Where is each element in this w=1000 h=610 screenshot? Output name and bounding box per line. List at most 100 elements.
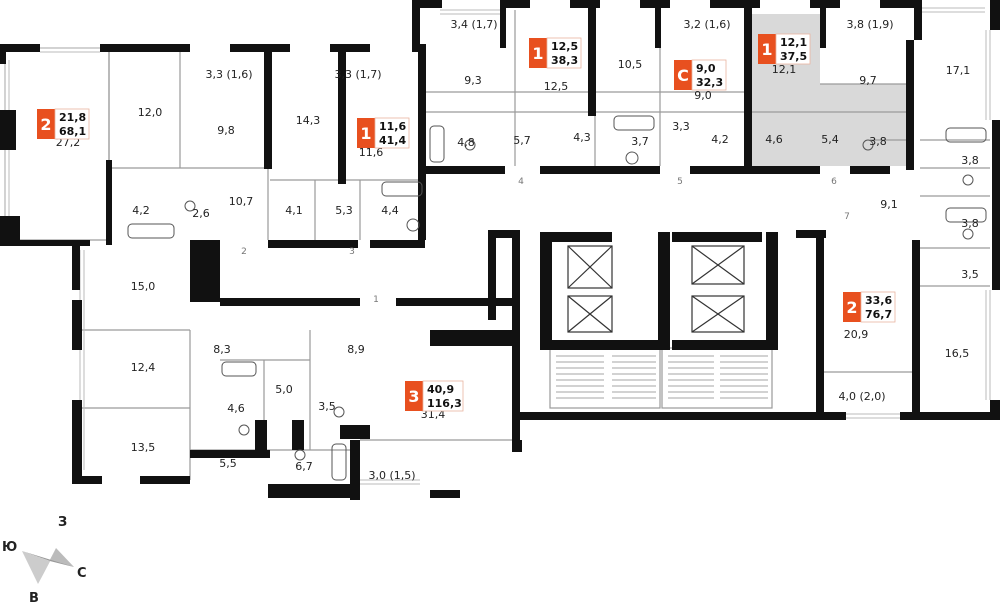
room-area-label: 9,3: [464, 74, 482, 87]
badge-living-area: 21,8: [59, 111, 86, 124]
room-area-label: 10,5: [618, 58, 643, 71]
entrance-number: 7: [844, 212, 850, 222]
badge-values-box: [54, 108, 90, 140]
badge-box: [674, 60, 692, 90]
badge-living-area: 33,6: [865, 294, 892, 307]
badge-living-area: 11,6: [379, 120, 406, 133]
badge-total-area: 68,1: [59, 125, 86, 138]
badge-total-area: 32,3: [696, 76, 723, 89]
room-area-label: 3,5: [961, 268, 979, 281]
room-area-label: 4,2: [132, 204, 150, 217]
badge-rooms: 1: [360, 124, 371, 143]
room-area-label: 12,5: [544, 80, 569, 93]
elevator-shafts: [567, 245, 745, 333]
room-area-label: 8,9: [347, 343, 365, 356]
room-area-label: 4,8: [457, 136, 475, 149]
room-area-label: 3,3 (1,7): [334, 68, 381, 81]
badge-box: [843, 292, 861, 322]
room-area-label: 10,7: [229, 195, 254, 208]
room-area-label: 4,4: [381, 204, 399, 217]
room-area-label: 12,1: [772, 63, 797, 76]
room-area-label: 11,6: [359, 146, 384, 159]
room-area-label: 3,8: [961, 154, 979, 167]
room-area-label: 15,0: [131, 280, 156, 293]
badge-rooms: 2: [40, 115, 51, 134]
entrance-number: 2: [241, 247, 247, 257]
badge-values-box: [374, 117, 410, 149]
compass-arrow: [22, 551, 50, 584]
badge-rooms: 2: [846, 298, 857, 317]
badge-values-box: [546, 37, 582, 69]
badge-rooms: С: [677, 66, 689, 85]
compass-east: С: [77, 566, 87, 581]
badge-box: [758, 34, 776, 64]
entrance-number: 1: [373, 295, 379, 305]
apartment-badge-apt-1-c[interactable]: 1 12,137,5: [758, 33, 811, 65]
room-area-label: 5,5: [219, 457, 237, 470]
badge-box: [529, 38, 547, 68]
badge-total-area: 41,4: [379, 134, 406, 147]
room-area-label: 5,0: [275, 383, 293, 396]
room-area-label: 6,7: [295, 460, 313, 473]
entrance-number: 4: [518, 177, 524, 187]
room-area-label: 3,2 (1,6): [683, 18, 730, 31]
room-area-label: 8,3: [213, 343, 231, 356]
room-area-label: 13,5: [131, 441, 156, 454]
compass-south: В: [29, 591, 39, 606]
room-area-label: 3,8: [961, 217, 979, 230]
entrance-number: 5: [677, 177, 683, 187]
compass-north: З: [58, 515, 67, 530]
apartment-badge-apt-2-west[interactable]: 2 21,868,1: [37, 108, 90, 140]
room-area-labels: 27,212,09,83,3 (1,6)14,33,3 (1,7)11,64,2…: [56, 18, 979, 482]
room-area-label: 3,8 (1,9): [846, 18, 893, 31]
badge-living-area: 12,1: [780, 36, 807, 49]
room-area-label: 3,8: [869, 135, 887, 148]
room-area-label: 4,6: [765, 133, 783, 146]
compass-arrow: [22, 551, 74, 567]
compass: З С В Ю: [2, 515, 87, 606]
entrance-numbers: 1 2 3 4 5 6 7: [241, 177, 850, 305]
badge-total-area: 37,5: [780, 50, 807, 63]
room-area-label: 3,3 (1,6): [205, 68, 252, 81]
badge-values-box: [775, 33, 811, 65]
compass-arrow: [50, 548, 74, 567]
interior-partitions: [4, 10, 990, 480]
room-area-label: 5,3: [335, 204, 353, 217]
badge-rooms: 1: [532, 44, 543, 63]
entrance-number: 3: [349, 247, 355, 257]
badge-rooms: 3: [408, 387, 419, 406]
badge-box: [405, 381, 423, 411]
room-area-label: 2,6: [192, 207, 210, 220]
room-area-label: 3,5: [318, 400, 336, 413]
room-area-label: 3,0 (1,5): [368, 469, 415, 482]
room-area-label: 3,4 (1,7): [450, 18, 497, 31]
room-area-label: 17,1: [946, 64, 971, 77]
room-area-label: 4,1: [285, 204, 303, 217]
walls: [0, 0, 1000, 500]
room-area-label: 4,0 (2,0): [838, 390, 885, 403]
badge-total-area: 38,3: [551, 54, 578, 67]
entrance-number: 6: [831, 177, 837, 187]
room-area-label: 4,6: [227, 402, 245, 415]
room-area-label: 5,7: [513, 134, 531, 147]
room-area-label: 4,3: [573, 131, 591, 144]
room-area-label: 12,4: [131, 361, 156, 374]
badge-living-area: 40,9: [427, 383, 454, 396]
stairs: [556, 355, 768, 399]
badge-total-area: 116,3: [427, 397, 462, 410]
room-area-label: 5,4: [821, 133, 839, 146]
room-area-label: 14,3: [296, 114, 321, 127]
badge-box: [357, 118, 375, 148]
badge-values-box: [691, 59, 727, 91]
room-area-label: 9,1: [880, 198, 898, 211]
badge-values-box: [860, 291, 896, 323]
apartment-badge-apt-1-a[interactable]: 1 11,641,4: [357, 117, 410, 149]
badge-box: [37, 109, 55, 139]
badge-rooms: 1: [761, 40, 772, 59]
